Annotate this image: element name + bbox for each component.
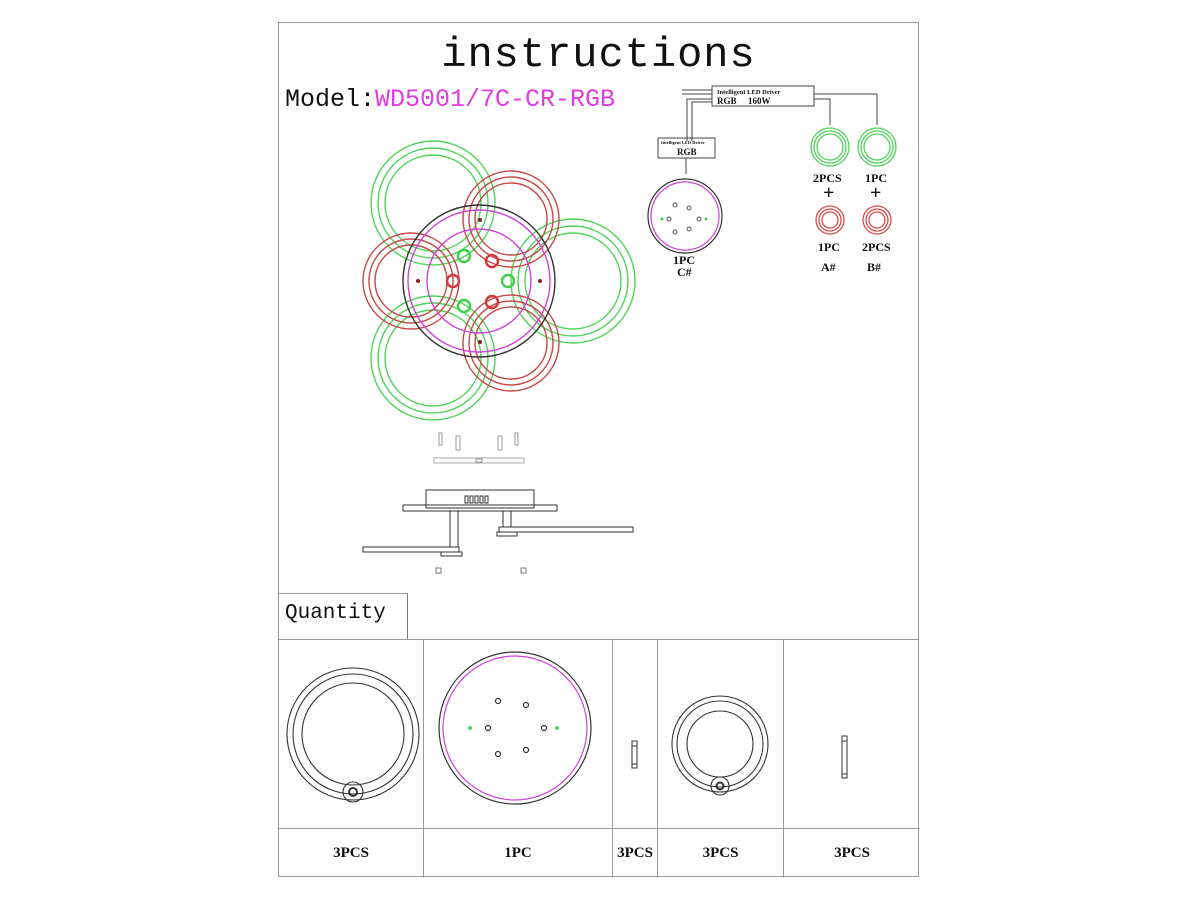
red-ring-top [462,170,560,268]
green-ring-icon-a [810,127,850,167]
green-ring-top-left [370,140,496,266]
green-ring-bottom-left [370,295,496,421]
quantity-heading: Quantity [279,593,408,639]
group-a-code: A# [821,260,836,274]
mounting-plate [433,457,525,464]
plus-icon-a: + [823,182,834,204]
canopy [425,489,535,509]
part-cell: 3PCS [279,640,424,878]
small-ring-icon [671,695,769,796]
part-count: 3PCS [702,845,739,861]
large-ring-icon [286,667,420,803]
short-rod-icon [631,740,638,769]
model-value: WD5001/7C-CR-RGB [375,85,616,114]
red-ring-bottom [462,294,560,392]
part-cell: 3PCS [613,640,658,878]
part-cell: 3PCS [658,640,784,878]
part-count: 3PCS [333,845,369,861]
group-a-red-qty: 1PC [818,240,840,254]
center-panel-outline [402,204,556,358]
sub-driver-type: RGB [677,147,697,157]
model-line: Model:WD5001/7C-CR-RGB [285,85,615,114]
red-ring-icon-b [862,205,892,235]
parts-table: 3PCS 1PC 3PCS [279,639,920,878]
green-ring-icon-b [857,127,897,167]
main-driver-power: 160W [748,96,771,106]
part-cell: 3PCS [784,640,920,878]
sub-driver-name: Intelligent LED Driver [661,140,705,145]
group-b-green-qty: 1PC [865,171,887,185]
red-ring-icon-a [815,205,845,235]
group-b-red-qty: 2PCS [862,240,891,254]
part-count: 3PCS [617,845,653,861]
part-count: 1PC [504,845,532,861]
wiring-diagram: Intelligent LED Driver RGB 160W Intellig… [647,85,897,279]
instruction-sheet: instructions Model:WD5001/7C-CR-RGB [278,22,920,878]
center-panel-icon [647,178,723,254]
group-b-code: B# [867,260,881,274]
part-count: 3PCS [834,845,870,861]
plus-icon-b: + [870,182,881,204]
long-rod-icon [841,735,848,779]
group-a-green-qty: 2PCS [813,171,842,185]
main-driver-type: RGB [717,96,737,106]
center-panel-part-icon [438,651,592,805]
part-cell: 1PC [424,640,613,878]
assembly-side-view [362,432,634,574]
green-ring-right [510,218,636,344]
center-panel-qty: 1PC [673,253,695,267]
model-label: Model: [285,85,376,114]
page-title: instructions [441,31,756,79]
main-driver-name: Intelligent LED Driver [717,89,781,96]
assembly-top-view [362,140,636,421]
main-driver-box [711,85,815,107]
center-panel-code: C# [677,265,692,279]
